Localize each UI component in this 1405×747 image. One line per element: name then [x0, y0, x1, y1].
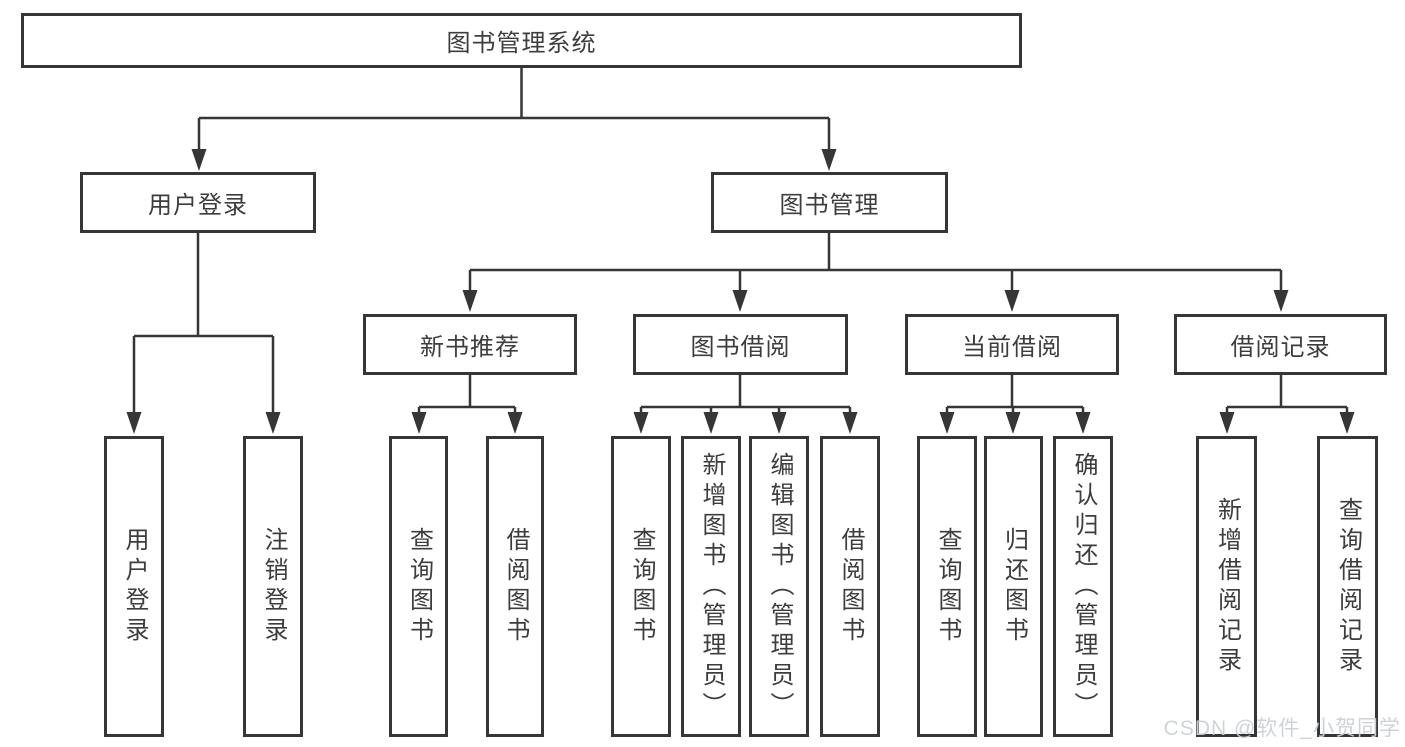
node-leaf-logout: 注销登录: [243, 436, 303, 737]
node-label: 新增图书（管理员）: [698, 451, 725, 722]
node-label: 查询借阅记录: [1334, 496, 1362, 677]
node-leaf-records-query-record: 查询借阅记录: [1317, 436, 1378, 737]
node-label: 新增借阅记录: [1213, 496, 1241, 677]
arrowheads-records-leaves: [1219, 412, 1355, 434]
node-leaf-records-add-record: 新增借阅记录: [1196, 436, 1257, 737]
node-label: 确认归还（管理员）: [1070, 451, 1097, 722]
node-label: 编辑图书（管理员）: [766, 451, 793, 722]
node-label: 新书推荐: [420, 334, 520, 361]
node-leaf-current-return-books: 归还图书: [984, 436, 1043, 737]
node-borrow-records: 借阅记录: [1174, 314, 1387, 375]
node-label: 借阅图书: [837, 526, 864, 647]
node-current-borrow: 当前借阅: [905, 314, 1119, 375]
node-label: 查询图书: [934, 526, 961, 647]
node-leaf-current-query-books: 查询图书: [917, 436, 977, 737]
arrowheads-borrow-leaves: [633, 412, 858, 434]
node-label: 查询图书: [405, 526, 433, 647]
node-label: 注销登录: [260, 526, 287, 647]
node-library-management-system: 图书管理系统: [21, 13, 1022, 68]
node-leaf-borrow-edit-books-admin: 编辑图书（管理员）: [749, 436, 809, 737]
node-label: 借阅图书: [502, 526, 529, 647]
connector-login-to-leaves: [132, 233, 275, 414]
arrowheads-login-leaves: [126, 412, 281, 434]
node-label: 用户登录: [148, 192, 248, 219]
node-leaf-borrow-borrow-books: 借阅图书: [820, 436, 880, 737]
node-label: 图书管理系统: [446, 30, 597, 57]
node-book-management: 图书管理: [711, 172, 948, 233]
connector-root-to-level2: [197, 68, 831, 152]
node-user-login: 用户登录: [80, 172, 316, 233]
node-leaf-borrow-query-books: 查询图书: [611, 436, 671, 737]
node-label: 用户登录: [121, 526, 148, 647]
node-leaf-current-confirm-return-admin: 确认归还（管理员）: [1053, 436, 1113, 737]
node-label: 查询图书: [628, 526, 655, 647]
node-leaf-user-login: 用户登录: [104, 436, 164, 737]
node-book-borrow: 图书借阅: [633, 314, 848, 375]
node-new-book-recommend: 新书推荐: [363, 314, 577, 375]
node-leaf-borrow-add-books-admin: 新增图书（管理员）: [681, 436, 741, 737]
node-label: 借阅记录: [1230, 334, 1331, 361]
arrowheads-level3: [462, 290, 1289, 312]
connector-recommend-to-leaves: [417, 375, 517, 414]
node-label: 图书借阅: [690, 334, 791, 361]
connector-mgmt-to-level3: [468, 233, 1283, 294]
connector-records-to-leaves: [1225, 375, 1349, 414]
connector-borrow-to-leaves: [639, 375, 852, 414]
connector-current-to-leaves: [945, 375, 1085, 414]
node-leaf-recommend-query-books: 查询图书: [389, 436, 448, 737]
node-label: 当前借阅: [962, 334, 1062, 361]
arrowheads-recommend-leaves: [411, 412, 523, 434]
arrowheads-current-leaves: [939, 412, 1091, 434]
arrowheads-level2: [191, 149, 837, 171]
node-label: 图书管理: [779, 192, 880, 219]
node-label: 归还图书: [1000, 526, 1028, 647]
node-leaf-recommend-borrow-books: 借阅图书: [486, 436, 544, 737]
